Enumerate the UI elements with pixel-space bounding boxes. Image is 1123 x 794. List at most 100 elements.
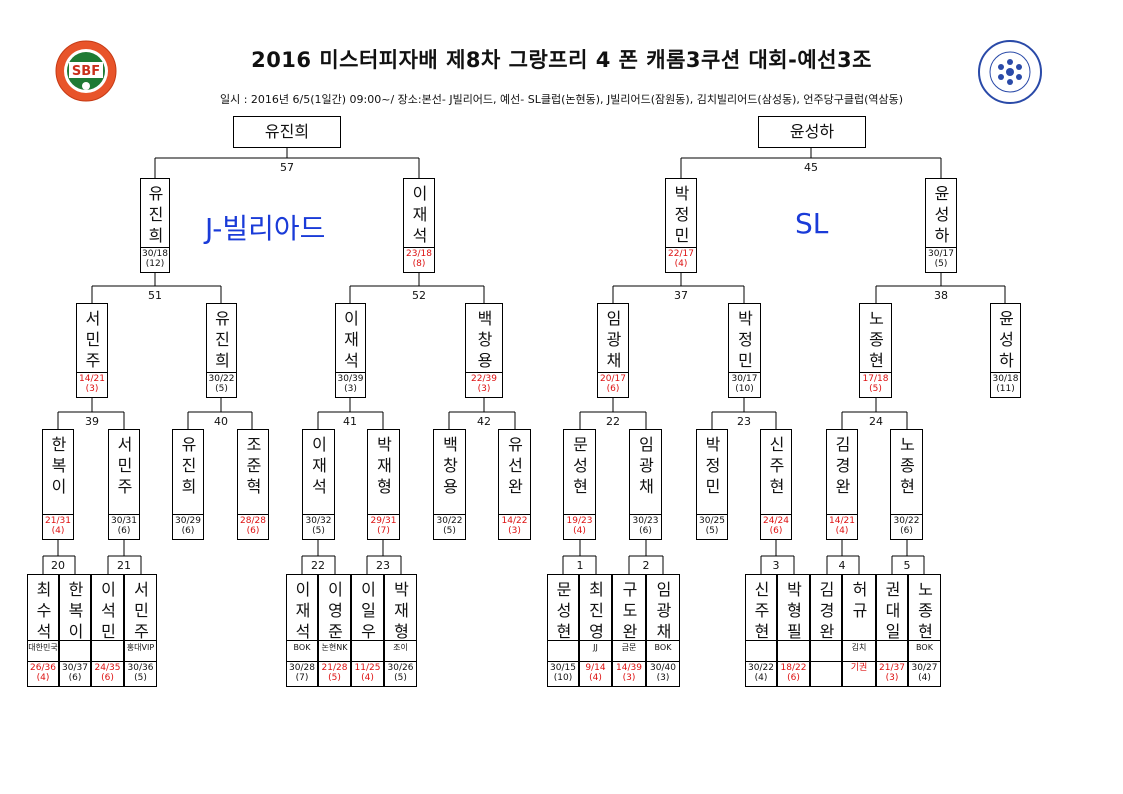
sbf-logo: SBF	[55, 40, 117, 102]
player-club	[92, 640, 123, 665]
player-score: 30/37(6)	[60, 661, 90, 686]
score-value: 30/23	[632, 516, 659, 526]
score-value: 30/18	[992, 374, 1019, 384]
player-score: 26/36(4)	[28, 661, 58, 686]
player-score: 30/15(10)	[548, 661, 578, 686]
rank-value: (7)	[295, 673, 309, 683]
rank-value: (4)	[573, 526, 586, 536]
match-number: 22	[606, 415, 620, 428]
rank-value: (4)	[674, 259, 688, 269]
rank-value: (4)	[36, 673, 50, 683]
player-score: 30/36(5)	[125, 661, 156, 686]
player-score: 24/24(6)	[761, 514, 791, 539]
rank-value: (10)	[553, 673, 573, 683]
rank-value: (6)	[787, 673, 800, 683]
rank-value: (8)	[412, 259, 426, 269]
player-score: 18/22(6)	[778, 661, 809, 686]
rank-value: (5)	[328, 673, 341, 683]
player-score: 30/32(5)	[303, 514, 334, 539]
player-score: 21/37(3)	[877, 661, 907, 686]
event-info: 일시 : 2016년 6/5(1일간) 09:00~/ 장소:본선- J빌리어드…	[219, 93, 904, 106]
rank-value: (7)	[377, 526, 390, 536]
match-number: 57	[280, 161, 294, 174]
player-club: BOK	[647, 640, 679, 665]
rank-value: (6)	[246, 526, 260, 536]
rank-value: (5)	[705, 526, 719, 536]
match-number: 38	[934, 289, 948, 302]
rank-value: (3)	[885, 673, 899, 683]
player-score: 14/22(3)	[499, 514, 530, 539]
score-value: 30/28	[289, 663, 315, 673]
player-club	[548, 640, 578, 665]
rank-value: (10)	[735, 384, 754, 394]
match-number: 3	[772, 559, 780, 572]
rank-value: (5)	[394, 673, 407, 683]
rank-value: (3)	[656, 673, 670, 683]
match-number: 41	[343, 415, 357, 428]
score-value: 30/32	[305, 516, 332, 526]
player-score: 30/28(7)	[287, 661, 317, 686]
score-value: 30/15	[550, 663, 576, 673]
match-number: 5	[903, 559, 911, 572]
score-value: 19/23	[566, 516, 593, 526]
match-number: 42	[477, 415, 491, 428]
rank-value: (4)	[361, 673, 374, 683]
player-score: 21/28(5)	[319, 661, 350, 686]
player-club	[60, 640, 90, 665]
player-score: 20/17(6)	[598, 372, 628, 397]
rank-value: (6)	[117, 526, 131, 536]
rank-value: (4)	[51, 526, 65, 536]
rank-value: (3)	[85, 384, 99, 394]
group-winner-left: 유진희	[233, 116, 341, 148]
player-score: 14/21(4)	[827, 514, 857, 539]
player-score: 30/39(3)	[336, 372, 365, 397]
score-value: 14/21	[79, 374, 105, 384]
player-score: 30/17(5)	[926, 247, 956, 272]
score-value: 11/25	[354, 663, 381, 673]
score-value: 30/39	[337, 374, 364, 384]
score-value: 22/39	[471, 374, 497, 384]
match-number: 21	[117, 559, 131, 572]
player-club: 김치	[843, 640, 875, 665]
rank-value: (6)	[68, 673, 82, 683]
score-value: 18/22	[780, 663, 807, 673]
rank-value: (5)	[869, 384, 882, 394]
score-value: 17/18	[862, 374, 889, 384]
player-score: 30/29(6)	[173, 514, 203, 539]
player-club: 논현NK	[319, 640, 350, 665]
match-number: 39	[85, 415, 99, 428]
player-score: 30/25(5)	[697, 514, 727, 539]
